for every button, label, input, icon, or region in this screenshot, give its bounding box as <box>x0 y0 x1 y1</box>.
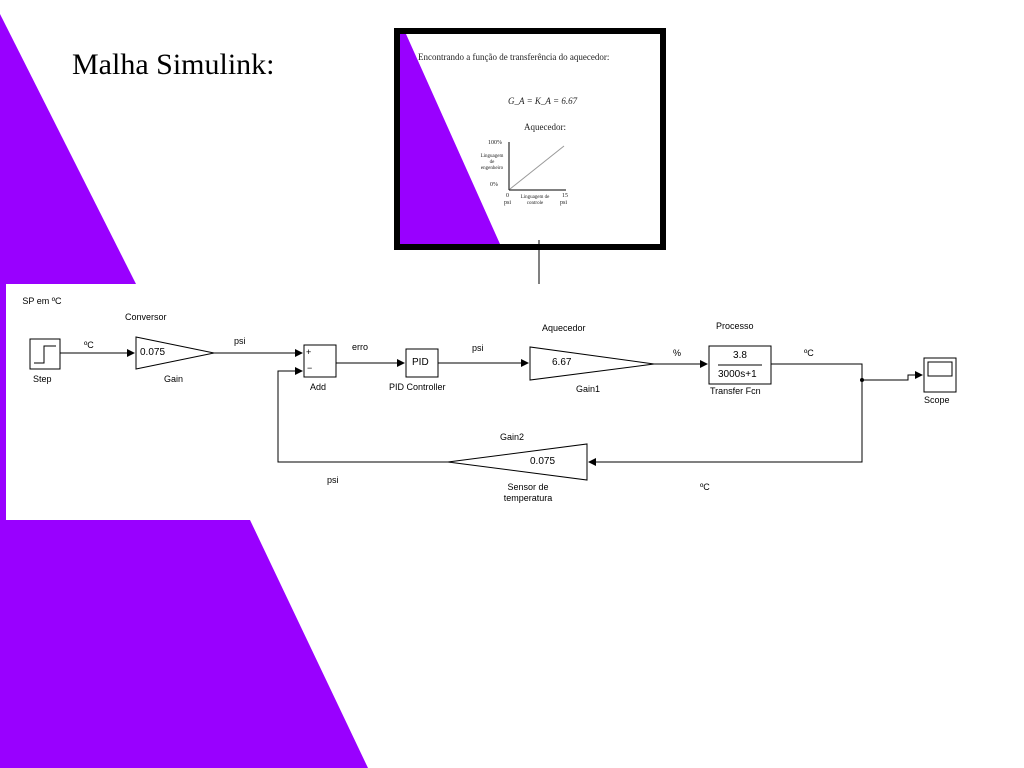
tf-numerator: 3.8 <box>733 350 747 361</box>
purple-top-triangle <box>0 14 136 284</box>
tf-name: Transfer Fcn <box>710 386 761 396</box>
inset-graphics <box>400 34 566 244</box>
inset-x-right-unit: psi <box>560 200 568 206</box>
step-top-label: SP em ºC <box>22 296 62 306</box>
signal-label-pid-out: psi <box>472 343 484 353</box>
inset-title: Encontrando a função de transferência do… <box>418 52 610 62</box>
scope-name: Scope <box>924 395 950 405</box>
purple-bottom-wedge <box>0 520 368 768</box>
inset-y-bottom: 0% <box>490 182 498 188</box>
signal-label-feedback-out: psi <box>327 475 339 485</box>
pid-block[interactable] <box>405 348 439 378</box>
signal-label-gain1-out: % <box>673 348 682 358</box>
pid-name: PID Controller <box>389 382 446 392</box>
signal-label-tf-out: ºC <box>804 348 814 358</box>
gain2-block[interactable] <box>447 443 588 481</box>
gain1-value: 6.67 <box>552 357 572 368</box>
inset-x-left-value: 0 <box>506 193 509 199</box>
gain2-name: Sensor de temperatura <box>503 482 553 503</box>
signal-label-add-out: erro <box>352 342 369 352</box>
gain1-block[interactable] <box>529 346 655 381</box>
add-plus: + <box>306 347 312 357</box>
tf-denominator: 3000s+1 <box>718 369 757 380</box>
signal-label-step-out: ºC <box>84 340 94 350</box>
inset-subtitle: Aquecedor: <box>524 122 566 132</box>
gain-top-label: Conversor <box>125 312 167 322</box>
inset-purple-wedge <box>400 34 500 244</box>
heater-transfer-function-inset: Encontrando a função de transferência do… <box>394 28 666 250</box>
add-block[interactable] <box>303 344 337 378</box>
diagram-graphics <box>29 336 957 481</box>
signal-tf-to-scope[interactable] <box>771 363 923 381</box>
gain-name: Gain <box>164 374 184 384</box>
signal-label-feedback-in: ºC <box>700 482 710 492</box>
gain-block[interactable] <box>135 336 215 370</box>
signal-gain2-to-add[interactable] <box>277 367 448 463</box>
pid-value: PID <box>412 357 429 368</box>
transfer-fcn-block[interactable] <box>708 345 772 385</box>
inset-y-top: 100% <box>488 140 502 146</box>
inset-y-label: Linguagem de engenheiro <box>480 154 504 171</box>
gain-value: 0.075 <box>140 347 166 358</box>
slide-title: Malha Simulink: <box>72 48 275 81</box>
purple-left-strip <box>0 284 6 520</box>
add-name: Add <box>310 382 327 392</box>
step-block[interactable] <box>29 338 61 370</box>
signal-label-gain-out: psi <box>234 336 246 346</box>
inset-x-label: Linguagem de controle <box>520 195 550 206</box>
gain1-top-label: Aquecedor <box>542 323 586 333</box>
add-minus: − <box>307 363 313 373</box>
step-name: Step <box>33 374 52 384</box>
inset-x-right-value: 15 <box>562 193 568 199</box>
signal-feedback-to-gain2[interactable] <box>588 380 863 466</box>
gain2-value: 0.075 <box>530 456 556 467</box>
gain2-top-label: Gain2 <box>500 432 525 442</box>
inset-equation: G_A = K_A = 6.67 <box>508 96 578 106</box>
inset-x-left-unit: psi <box>504 200 512 206</box>
simulink-diagram: SP em ºC Step Conversor 0.075 Gain + − A… <box>6 284 1024 520</box>
gain1-name: Gain1 <box>576 384 601 394</box>
scope-block[interactable] <box>923 357 957 393</box>
tf-top-label: Processo <box>716 321 754 331</box>
inset-characteristic-line <box>509 145 565 190</box>
